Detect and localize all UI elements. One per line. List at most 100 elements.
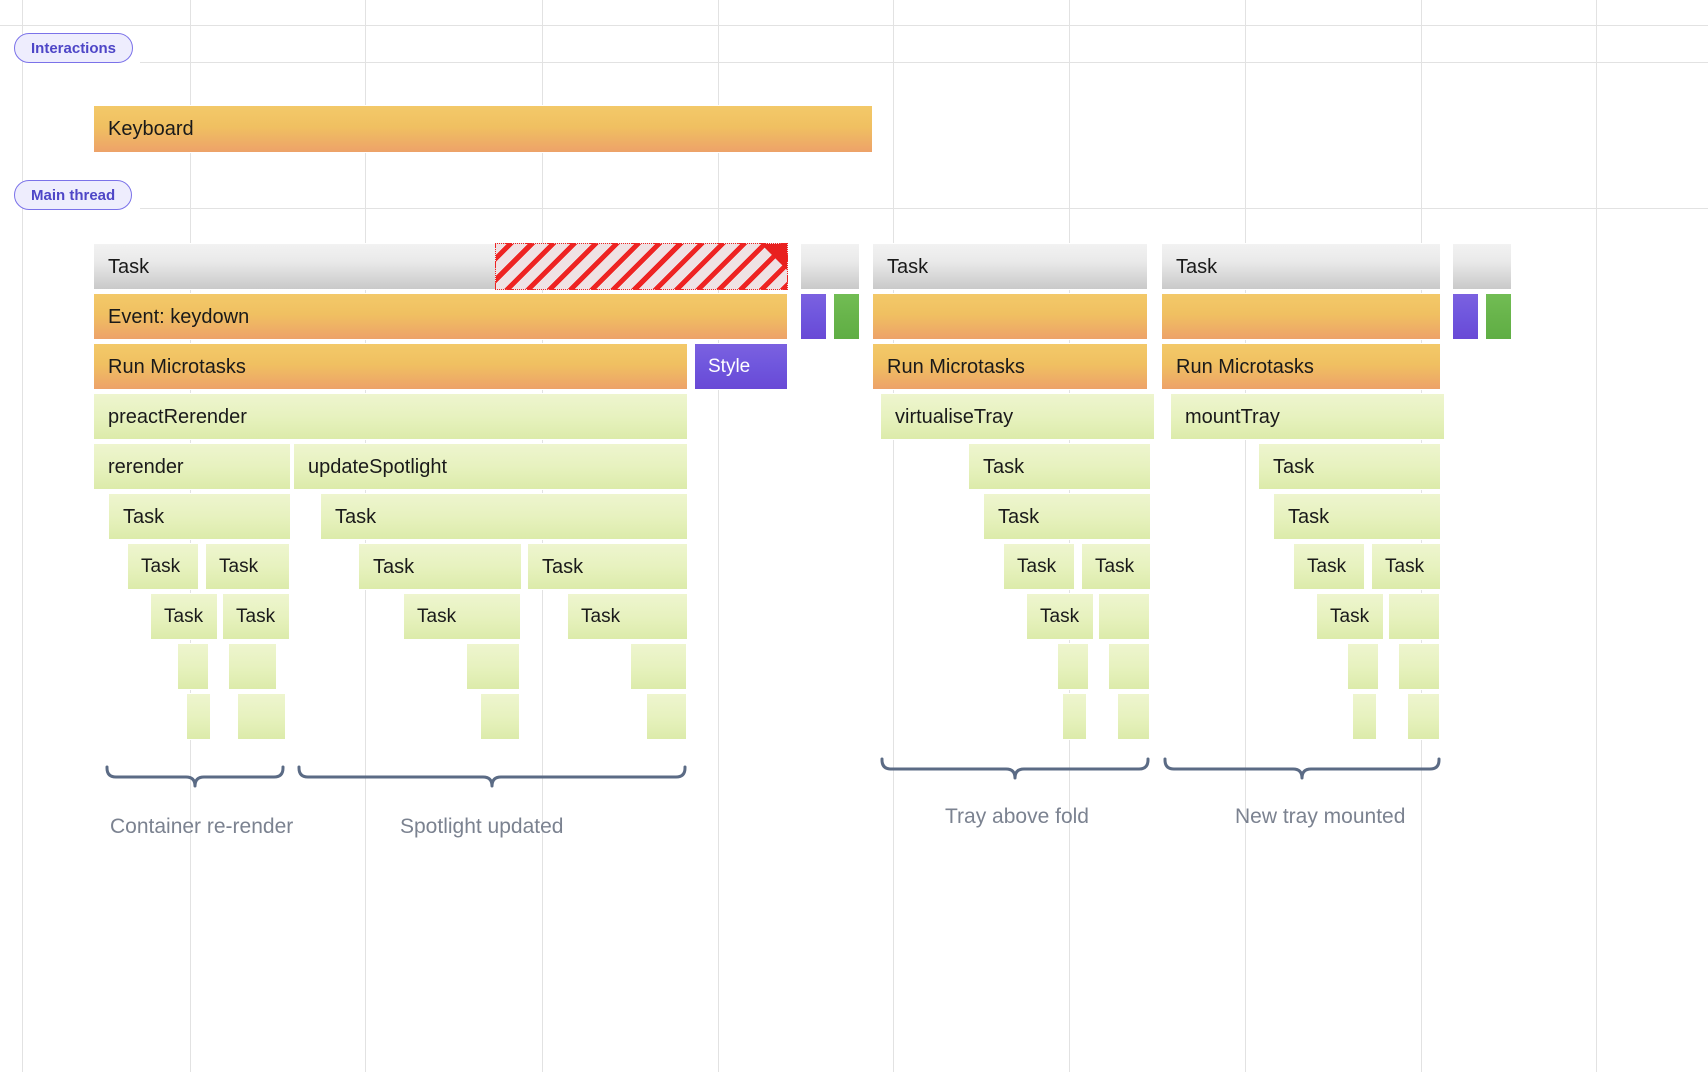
track-badge-interactions[interactable]: Interactions bbox=[14, 33, 134, 63]
flame-bar-task[interactable]: Task bbox=[1258, 443, 1441, 490]
flame-bar-untitled[interactable] bbox=[237, 693, 286, 740]
flame-bar-label: Task bbox=[998, 505, 1040, 528]
flame-bar-untitled[interactable] bbox=[1485, 293, 1512, 340]
flame-bar-untitled[interactable] bbox=[1452, 293, 1479, 340]
annotation-bracket bbox=[880, 757, 1150, 783]
flame-bar-preactrerender[interactable]: preactRerender bbox=[93, 393, 688, 440]
annotation-bracket bbox=[297, 765, 687, 791]
flame-bar-run-microtasks[interactable]: Run Microtasks bbox=[1161, 343, 1441, 390]
flame-bar-event-keydown[interactable]: Event: keydown bbox=[93, 293, 788, 340]
flame-bar-label: Task bbox=[1095, 556, 1135, 577]
flame-bar-updatespotlight[interactable]: updateSpotlight bbox=[293, 443, 688, 490]
flame-bar-task[interactable]: Task bbox=[567, 593, 688, 640]
flame-bar-label: Task bbox=[417, 606, 457, 627]
flame-bar-label: Task bbox=[1288, 505, 1330, 528]
flame-bar-label: Task bbox=[1273, 455, 1315, 478]
flame-bar-untitled[interactable] bbox=[1398, 643, 1440, 690]
flame-bar-untitled[interactable] bbox=[1352, 693, 1377, 740]
flame-bar-untitled[interactable] bbox=[800, 293, 827, 340]
flame-bar-untitled[interactable] bbox=[800, 243, 860, 290]
flame-bar-task[interactable]: Task bbox=[403, 593, 521, 640]
flame-bar-label: Task bbox=[1385, 556, 1425, 577]
flame-bar-label: Task bbox=[219, 556, 259, 577]
flame-bar-task[interactable]: Task bbox=[150, 593, 218, 640]
flame-bar-label: Task bbox=[1017, 556, 1057, 577]
flame-bar-label: Task bbox=[542, 555, 584, 578]
gridline-vertical-4 bbox=[718, 0, 719, 1072]
flame-bar-label: preactRerender bbox=[108, 405, 247, 428]
annotation-label: Spotlight updated bbox=[400, 815, 564, 838]
flame-bar-label: Task bbox=[141, 556, 181, 577]
flame-bar-untitled[interactable] bbox=[1098, 593, 1150, 640]
flame-bar-task[interactable]: Task bbox=[1081, 543, 1151, 590]
flame-bar-task[interactable]: Task bbox=[1293, 543, 1365, 590]
annotation-bracket bbox=[105, 765, 285, 791]
annotation-label: Tray above fold bbox=[945, 805, 1089, 828]
flame-bar-untitled[interactable] bbox=[480, 693, 520, 740]
flame-bar-rerender[interactable]: rerender bbox=[93, 443, 291, 490]
flame-bar-run-microtasks[interactable]: Run Microtasks bbox=[872, 343, 1148, 390]
flame-bar-task[interactable]: Task bbox=[205, 543, 290, 590]
flame-bar-label: Task bbox=[581, 606, 621, 627]
flame-bar-task[interactable]: Task bbox=[1003, 543, 1075, 590]
gridline-vertical-0 bbox=[22, 0, 23, 1072]
gridline-horizontal-0 bbox=[0, 25, 1708, 26]
flame-bar-run-microtasks[interactable]: Run Microtasks bbox=[93, 343, 688, 390]
flame-bar-task[interactable]: Task bbox=[1273, 493, 1441, 540]
flame-bar-task[interactable]: Task bbox=[320, 493, 688, 540]
flame-bar-label: Event: keydown bbox=[108, 305, 250, 328]
gridline-vertical-9 bbox=[1596, 0, 1597, 1072]
flame-bar-untitled[interactable] bbox=[1062, 693, 1087, 740]
gridline-vertical-5 bbox=[893, 0, 894, 1072]
flame-bar-task[interactable]: Task bbox=[358, 543, 522, 590]
flame-bar-label: Run Microtasks bbox=[887, 355, 1025, 378]
flame-bar-label: virtualiseTray bbox=[895, 405, 1014, 428]
flame-bar-task[interactable]: Task bbox=[1316, 593, 1384, 640]
flame-bar-label: updateSpotlight bbox=[308, 455, 448, 478]
flame-bar-style[interactable]: Style bbox=[694, 343, 788, 390]
flame-bar-task[interactable]: Task bbox=[983, 493, 1151, 540]
flame-bar-label: Task bbox=[123, 505, 165, 528]
flame-bar-untitled[interactable] bbox=[1057, 643, 1089, 690]
flame-bar-task[interactable]: Task bbox=[1026, 593, 1094, 640]
flame-bar-untitled[interactable] bbox=[1347, 643, 1379, 690]
flame-bar-untitled[interactable] bbox=[1161, 293, 1441, 340]
flame-bar-untitled[interactable] bbox=[1117, 693, 1150, 740]
flame-bar-task[interactable]: Task bbox=[1161, 243, 1441, 290]
flame-bar-label: Task bbox=[887, 255, 929, 278]
flame-bar-untitled[interactable] bbox=[1452, 243, 1512, 290]
flame-bar-virtualisetray[interactable]: virtualiseTray bbox=[880, 393, 1155, 440]
flame-bar-untitled[interactable] bbox=[1407, 693, 1440, 740]
flame-bar-label: Task bbox=[335, 505, 377, 528]
flame-bar-task[interactable]: Task bbox=[222, 593, 290, 640]
flame-bar-untitled[interactable] bbox=[177, 643, 209, 690]
flame-bar-untitled[interactable] bbox=[872, 293, 1148, 340]
gridline-vertical-7 bbox=[1245, 0, 1246, 1072]
interaction-bar-keyboard[interactable]: Keyboard bbox=[93, 105, 873, 153]
flame-bar-task[interactable]: Task bbox=[527, 543, 688, 590]
flame-bar-untitled[interactable] bbox=[186, 693, 211, 740]
flame-bar-untitled[interactable] bbox=[228, 643, 277, 690]
flame-bar-label: Task bbox=[164, 606, 204, 627]
flame-bar-untitled[interactable] bbox=[1108, 643, 1150, 690]
flame-bar-untitled[interactable] bbox=[833, 293, 860, 340]
flame-bar-task[interactable]: Task bbox=[1371, 543, 1441, 590]
flame-bar-task[interactable]: Task bbox=[968, 443, 1151, 490]
flame-bar-label: Task bbox=[1330, 606, 1370, 627]
flame-bar-untitled[interactable] bbox=[1388, 593, 1440, 640]
track-badge-label: Main thread bbox=[31, 186, 116, 204]
flame-bar-untitled[interactable] bbox=[646, 693, 687, 740]
flame-bar-task[interactable]: Task bbox=[872, 243, 1148, 290]
flame-bar-task[interactable]: Task bbox=[127, 543, 199, 590]
gridline-horizontal-1 bbox=[140, 62, 1708, 63]
gridline-horizontal-2 bbox=[140, 208, 1708, 209]
track-badge-main-thread[interactable]: Main thread bbox=[14, 180, 133, 210]
flame-bar-mounttray[interactable]: mountTray bbox=[1170, 393, 1445, 440]
flame-bar-task[interactable]: Task bbox=[108, 493, 291, 540]
flame-bar-untitled[interactable] bbox=[630, 643, 687, 690]
flame-bar-untitled[interactable] bbox=[466, 643, 520, 690]
long-task-triangle-icon bbox=[761, 244, 787, 270]
flame-bar-label: Style bbox=[708, 356, 751, 377]
long-task-hatch[interactable] bbox=[495, 243, 788, 290]
